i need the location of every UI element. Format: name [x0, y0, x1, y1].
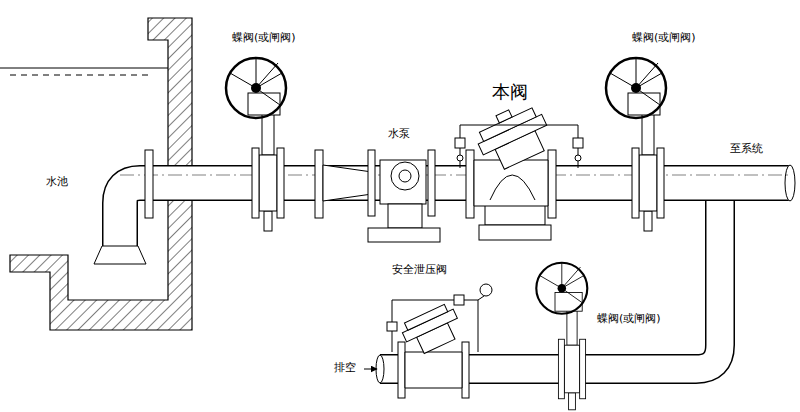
- part-label: 本阀: [492, 82, 528, 103]
- part-label: 水泵: [388, 128, 410, 141]
- part-label: 安全泄压阀: [392, 264, 447, 277]
- drain-arrow: [364, 369, 377, 370]
- part-label: 至系统: [730, 143, 763, 156]
- control-valve: [455, 98, 583, 240]
- pump: [368, 150, 440, 242]
- part-label: 蝶阀(或闸阀): [232, 32, 296, 45]
- part-label: 蝶阀(或闸阀): [632, 32, 696, 45]
- water-surface: [0, 68, 168, 69]
- relief-valve: [387, 284, 492, 398]
- part-label: 蝶阀(或闸阀): [597, 313, 661, 326]
- part-label: 水池: [46, 176, 68, 189]
- water-surface: [10, 75, 150, 76]
- part-label: 排空: [334, 362, 356, 375]
